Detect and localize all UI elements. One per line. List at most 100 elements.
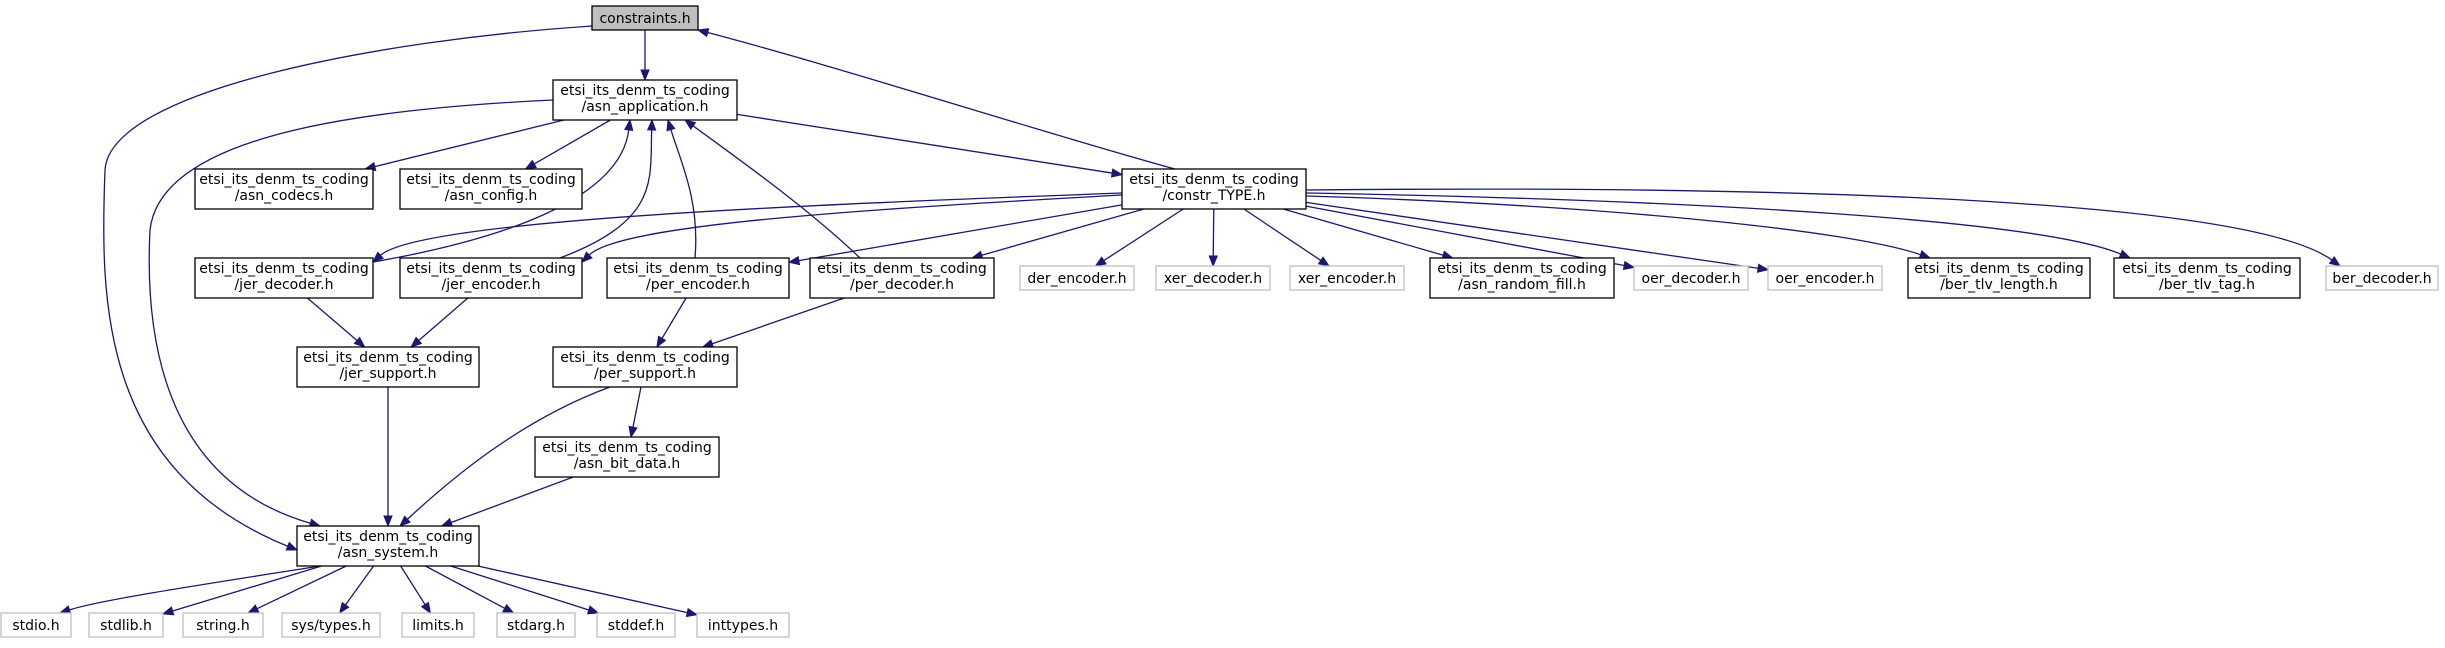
edge-constr_TYPE-to-xer_decoder [1212, 208, 1215, 257]
node-asn-application[interactable]: etsi_its_denm_ts_coding/asn_application.… [552, 79, 738, 121]
edge-constr_TYPE-to-oer_encoder [1305, 201, 1759, 269]
arrowhead-asn_system-to-stdarg [502, 603, 515, 614]
node-box [1907, 257, 2091, 299]
node-box [281, 612, 381, 638]
node-box [809, 257, 995, 299]
edge-jer_encoder-to-asn_application [559, 129, 653, 259]
node-per-support[interactable]: etsi_its_denm_ts_coding/per_support.h [552, 346, 738, 388]
node-box [194, 257, 374, 299]
node-oer-decoder[interactable]: oer_decoder.h [1633, 265, 1749, 291]
node-asn-bit-data[interactable]: etsi_its_denm_ts_coding/asn_bit_data.h [534, 436, 720, 478]
edge-constr_TYPE-to-ber_decoder [1305, 188, 2333, 261]
edge-constr_TYPE-to-jer_decoder [380, 192, 1123, 256]
node-root[interactable]: constraints.h [591, 5, 699, 31]
edge-asn_system-to-stdarg [425, 565, 506, 609]
node-label-line: /per_support.h [594, 366, 696, 382]
arrowhead-constr_TYPE-to-jer_decoder [371, 251, 384, 263]
node-asn-config[interactable]: etsi_its_denm_ts_coding/asn_config.h [399, 168, 583, 210]
node-label-line: etsi_its_denm_ts_coding [560, 83, 730, 99]
node-box [606, 257, 790, 299]
node-box [2113, 257, 2301, 299]
node-per-encoder[interactable]: etsi_its_denm_ts_coding/per_encoder.h [606, 257, 790, 299]
node-box [696, 612, 790, 638]
arrowhead-jer_decoder-to-asn_application [623, 118, 634, 132]
node-label-line: etsi_its_denm_ts_coding [1914, 261, 2084, 277]
node-jer-encoder[interactable]: etsi_its_denm_ts_coding/jer_encoder.h [399, 257, 583, 299]
edge-root-to-asn_system [103, 25, 593, 547]
node-ber-tlv-length[interactable]: etsi_its_denm_ts_coding/ber_tlv_length.h [1907, 257, 2091, 299]
node-label-line: etsi_its_denm_ts_coding [199, 172, 369, 188]
arrowhead-constr_TYPE-to-jer_encoder [581, 251, 593, 263]
arrowhead-constr_TYPE-to-root [696, 28, 710, 38]
arrowhead-constr_TYPE-to-ber_decoder [2328, 255, 2342, 267]
node-label-line: oer_encoder.h [1776, 271, 1875, 287]
node-box [1289, 265, 1405, 291]
node-box [1767, 265, 1883, 291]
node-label-line: etsi_its_denm_ts_coding [817, 261, 987, 277]
edge-constr_TYPE-to-root [707, 31, 1176, 170]
node-ber-tlv-tag[interactable]: etsi_its_denm_ts_coding/ber_tlv_tag.h [2113, 257, 2301, 299]
node-label-line: /asn_bit_data.h [574, 456, 681, 472]
arrowhead-per_encoder-to-asn_application [666, 118, 676, 132]
node-label-line: etsi_its_denm_ts_coding [199, 261, 369, 277]
node-string[interactable]: string.h [182, 612, 264, 638]
node-stddef[interactable]: stddef.h [596, 612, 676, 638]
node-asn-system[interactable]: etsi_its_denm_ts_coding/asn_system.h [296, 525, 480, 567]
node-box [596, 612, 676, 638]
edge-per_decoder-to-per_support [711, 297, 845, 345]
edge-asn_system-to-inttypes [477, 565, 688, 614]
node-der-encoder[interactable]: der_encoder.h [1019, 265, 1135, 291]
node-xer-encoder[interactable]: xer_encoder.h [1289, 265, 1405, 291]
node-label-line: etsi_its_denm_ts_coding [2122, 261, 2292, 277]
node-label-line: /jer_encoder.h [441, 277, 540, 293]
node-label-line: /asn_random_fill.h [1458, 277, 1586, 293]
arrowhead-per_decoder-to-asn_application [683, 119, 697, 131]
node-box [2325, 265, 2439, 291]
node-label-line: stdio.h [12, 618, 59, 634]
arrowhead-constr_TYPE-to-xer_decoder [1208, 255, 1218, 268]
node-asn-codecs[interactable]: etsi_its_denm_ts_coding/asn_codecs.h [194, 168, 374, 210]
node-constr-TYPE[interactable]: etsi_its_denm_ts_coding/constr_TYPE.h [1121, 168, 1307, 210]
node-jer-support[interactable]: etsi_its_denm_ts_coding/jer_support.h [296, 346, 480, 388]
node-per-decoder[interactable]: etsi_its_denm_ts_coding/per_decoder.h [809, 257, 995, 299]
node-ber-decoder[interactable]: ber_decoder.h [2325, 265, 2439, 291]
node-label-line: /ber_tlv_tag.h [2159, 277, 2255, 293]
node-label-line: stddef.h [608, 618, 664, 634]
arrowhead-constr_TYPE-to-ber_tlv_length [1918, 250, 1932, 260]
edge-asn_system-to-stddef [450, 565, 589, 611]
node-inttypes[interactable]: inttypes.h [696, 612, 790, 638]
node-sys-types[interactable]: sys/types.h [281, 612, 381, 638]
node-label-line: /asn_config.h [445, 188, 538, 204]
arrowhead-asn_system-to-sys_types [338, 601, 350, 615]
node-stdarg[interactable]: stdarg.h [496, 612, 576, 638]
node-box [0, 612, 72, 638]
edge-constr_TYPE-to-ber_tlv_tag [1305, 192, 2122, 255]
node-stdlib[interactable]: stdlib.h [88, 612, 164, 638]
node-label-line: etsi_its_denm_ts_coding [1437, 261, 1607, 277]
node-label-line: /ber_tlv_length.h [1940, 277, 2058, 293]
node-xer-decoder[interactable]: xer_decoder.h [1155, 265, 1271, 291]
node-label-line: ber_decoder.h [2332, 271, 2431, 287]
node-box [552, 346, 738, 388]
arrowhead-per_support-to-asn_system [399, 515, 411, 527]
node-label-line: etsi_its_denm_ts_coding [560, 350, 730, 366]
node-stdio[interactable]: stdio.h [0, 612, 72, 638]
edge-constr_TYPE-to-per_decoder [981, 208, 1145, 256]
node-label-line: inttypes.h [708, 618, 778, 634]
arrowhead-constr_TYPE-to-der_encoder [1094, 256, 1107, 267]
node-label-line: etsi_its_denm_ts_coding [406, 172, 576, 188]
edge-asn_application-to-asn_codecs [374, 119, 565, 168]
node-limits[interactable]: limits.h [401, 612, 475, 638]
node-asn-random-fill[interactable]: etsi_its_denm_ts_coding/asn_random_fill.… [1429, 257, 1615, 299]
arrowhead-constr_TYPE-to-oer_decoder [1622, 260, 1636, 271]
node-oer-encoder[interactable]: oer_encoder.h [1767, 265, 1883, 291]
arrowhead-constr_TYPE-to-ber_tlv_tag [2118, 249, 2132, 259]
node-box [296, 525, 480, 567]
node-box [194, 168, 374, 210]
node-label-line: etsi_its_denm_ts_coding [303, 350, 473, 366]
arrowhead-constr_TYPE-to-oer_encoder [1756, 263, 1770, 273]
arrowhead-root-to-asn_system [285, 541, 299, 551]
node-label-line: /jer_decoder.h [234, 277, 333, 293]
node-jer-decoder[interactable]: etsi_its_denm_ts_coding/jer_decoder.h [194, 257, 374, 299]
node-label-line: string.h [196, 618, 250, 634]
